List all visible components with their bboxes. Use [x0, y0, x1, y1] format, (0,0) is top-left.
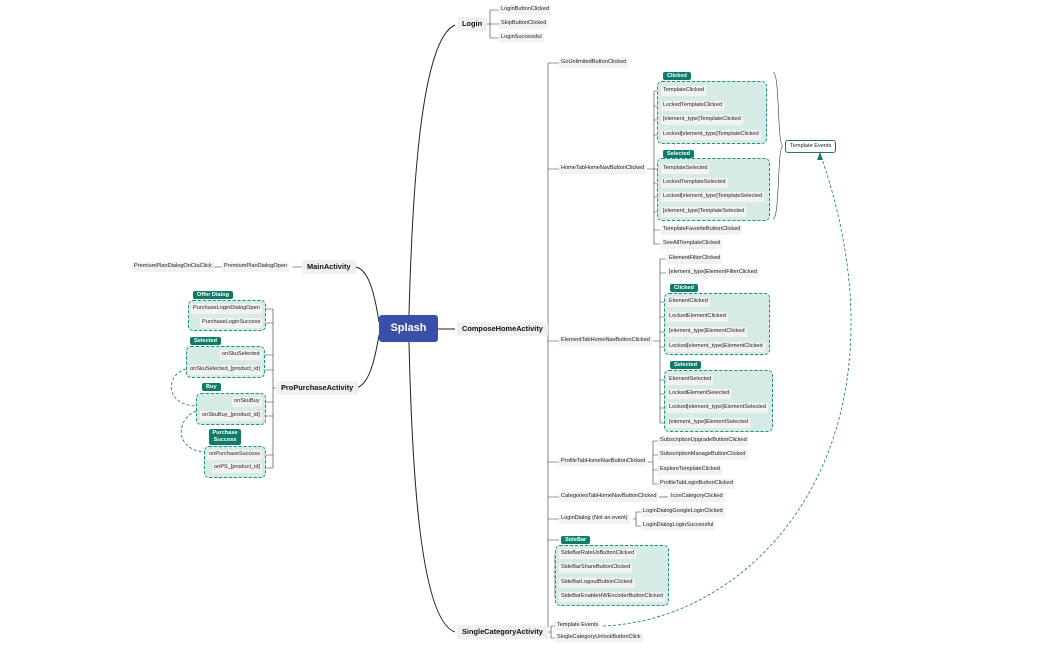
element-clicked-event[interactable]: Locked[element_type]ElementClicked	[667, 342, 765, 352]
home-see-all-event[interactable]: SeeAllTemplateClicked	[661, 239, 723, 249]
element-selected-event[interactable]: Locked[element_type]ElementSelected	[667, 403, 769, 413]
profile-tab-node[interactable]: ProfileTabHomeNavButtonClicked	[559, 457, 648, 467]
purchase-success-tag: Purchase Success	[209, 429, 241, 445]
branch-main-activity[interactable]: MainActivity	[302, 260, 356, 274]
element-clicked-tag: Clicked	[670, 284, 698, 292]
element-filter-event[interactable]: [element_type]ElementFilterClicked	[667, 268, 759, 278]
categories-tab-node[interactable]: CategoriesTabHomeNavButtonClicked	[559, 492, 659, 502]
login-dialog-node[interactable]: LoginDialog (Not an event)	[559, 514, 630, 524]
profile-event[interactable]: SubscriptionManageButtonClicked	[658, 450, 748, 460]
buy-event[interactable]: onSkuBuy	[232, 397, 262, 407]
login-dialog-event[interactable]: LoginDialogGoogleLoginClicked	[641, 507, 725, 517]
home-clicked-event[interactable]: TemplateClicked	[661, 86, 707, 96]
premium-dialog-open-event[interactable]: PremiumPlanDialogOpen	[222, 262, 290, 272]
home-favorite-event[interactable]: TemplateFavoriteButtonClicked	[661, 225, 743, 235]
home-clicked-event[interactable]: [element_type]TemplateClicked	[661, 115, 743, 125]
login-event[interactable]: LoginButtonClicked	[499, 5, 552, 15]
login-event[interactable]: LoginSuccessful	[499, 33, 544, 43]
selected-event[interactable]: onSkuSelected	[220, 350, 262, 360]
buy-tag: Buy	[202, 383, 221, 391]
offer-event[interactable]: PurchaseLoginDialogOpen	[191, 304, 262, 314]
sidebar-event[interactable]: SideBarEnableHWEncoderButtonClicked	[559, 592, 665, 602]
element-selected-event[interactable]: LockedElementSelected	[667, 389, 732, 399]
sidebar-event[interactable]: SideBarLogoutButtonClicked	[559, 578, 635, 588]
offer-event[interactable]: PurchaseLoginSuccess	[200, 318, 263, 328]
root-node-splash[interactable]: Splash	[379, 315, 438, 342]
branch-compose-home-activity[interactable]: ComposeHomeActivity	[457, 322, 548, 336]
home-selected-event[interactable]: Locked[element_type]TemplateSelected	[661, 192, 765, 202]
sidebar-event[interactable]: SideBarRateUsButtonClicked	[559, 549, 637, 559]
element-filter-event[interactable]: ElementFilterClicked	[667, 254, 723, 264]
element-clicked-event[interactable]: ElementClicked	[667, 297, 710, 307]
element-tab-node[interactable]: ElementTabHomeNavButtonClicked	[559, 336, 652, 346]
buy-event[interactable]: onSkuBuy_[product_id]	[200, 411, 262, 421]
home-selected-event[interactable]: LockedTemplateSelected	[661, 178, 728, 188]
success-event[interactable]: onPurchaseSuccess	[207, 450, 262, 460]
home-selected-event[interactable]: TemplateSelected	[661, 164, 710, 174]
element-selected-event[interactable]: ElementSelected	[667, 375, 714, 385]
element-clicked-event[interactable]: [element_type]ElementClicked	[667, 327, 747, 337]
single-category-event[interactable]: Template Events	[555, 621, 601, 631]
branch-pro-purchase-activity[interactable]: ProPurchaseActivity	[276, 381, 359, 395]
selected-tag: Selected	[190, 337, 222, 345]
element-selected-tag: Selected	[670, 361, 702, 369]
categories-event[interactable]: IconCategoryClicked	[669, 492, 725, 502]
selected-event[interactable]: onSkuSelected_[product_id]	[188, 365, 262, 375]
success-event[interactable]: onPS_[product_id]	[212, 463, 263, 473]
sidebar-event[interactable]: SideBarShareButtonClicked	[559, 563, 633, 573]
go-unlimited-event[interactable]: GoUnlimitedButtonClicked	[559, 58, 629, 68]
premium-dialog-cta-event[interactable]: PremiumPlanDialogOnCtaClick	[132, 262, 214, 272]
profile-event[interactable]: ExploreTemplateClicked	[658, 465, 723, 475]
login-dialog-event[interactable]: LoginDialogLoginSuccessful	[641, 521, 716, 531]
element-clicked-event[interactable]: LockedElementClicked	[667, 312, 728, 322]
branch-single-category-activity[interactable]: SingleCategoryActivity	[457, 625, 548, 639]
home-selected-tag: Selected	[663, 150, 695, 158]
home-selected-event[interactable]: [element_type]TemplateSelected	[661, 207, 747, 217]
single-category-event[interactable]: SingleCategoryUnlockButtonClick	[555, 633, 643, 643]
home-tab-node[interactable]: HomeTabHomeNavButtonClicked	[559, 164, 647, 174]
branch-login[interactable]: Login	[457, 17, 488, 31]
template-events-callout[interactable]: Template Events	[785, 140, 837, 153]
login-event[interactable]: SkipButtonClicked	[499, 19, 549, 29]
home-clicked-event[interactable]: Locked[element_type]TemplateClicked	[661, 130, 761, 140]
element-selected-event[interactable]: [element_type]ElementSelected	[667, 418, 750, 428]
offer-dialog-tag: Offer Dialog	[193, 291, 234, 299]
home-clicked-event[interactable]: LockedTemplateClicked	[661, 101, 725, 111]
sidebar-tag: SideBar	[561, 536, 591, 544]
home-clicked-tag: Clicked	[663, 72, 691, 80]
profile-event[interactable]: SubscriptionUpgradeButtonClicked	[658, 436, 749, 446]
profile-event[interactable]: ProfileTabLoginButtonClicked	[658, 479, 736, 489]
